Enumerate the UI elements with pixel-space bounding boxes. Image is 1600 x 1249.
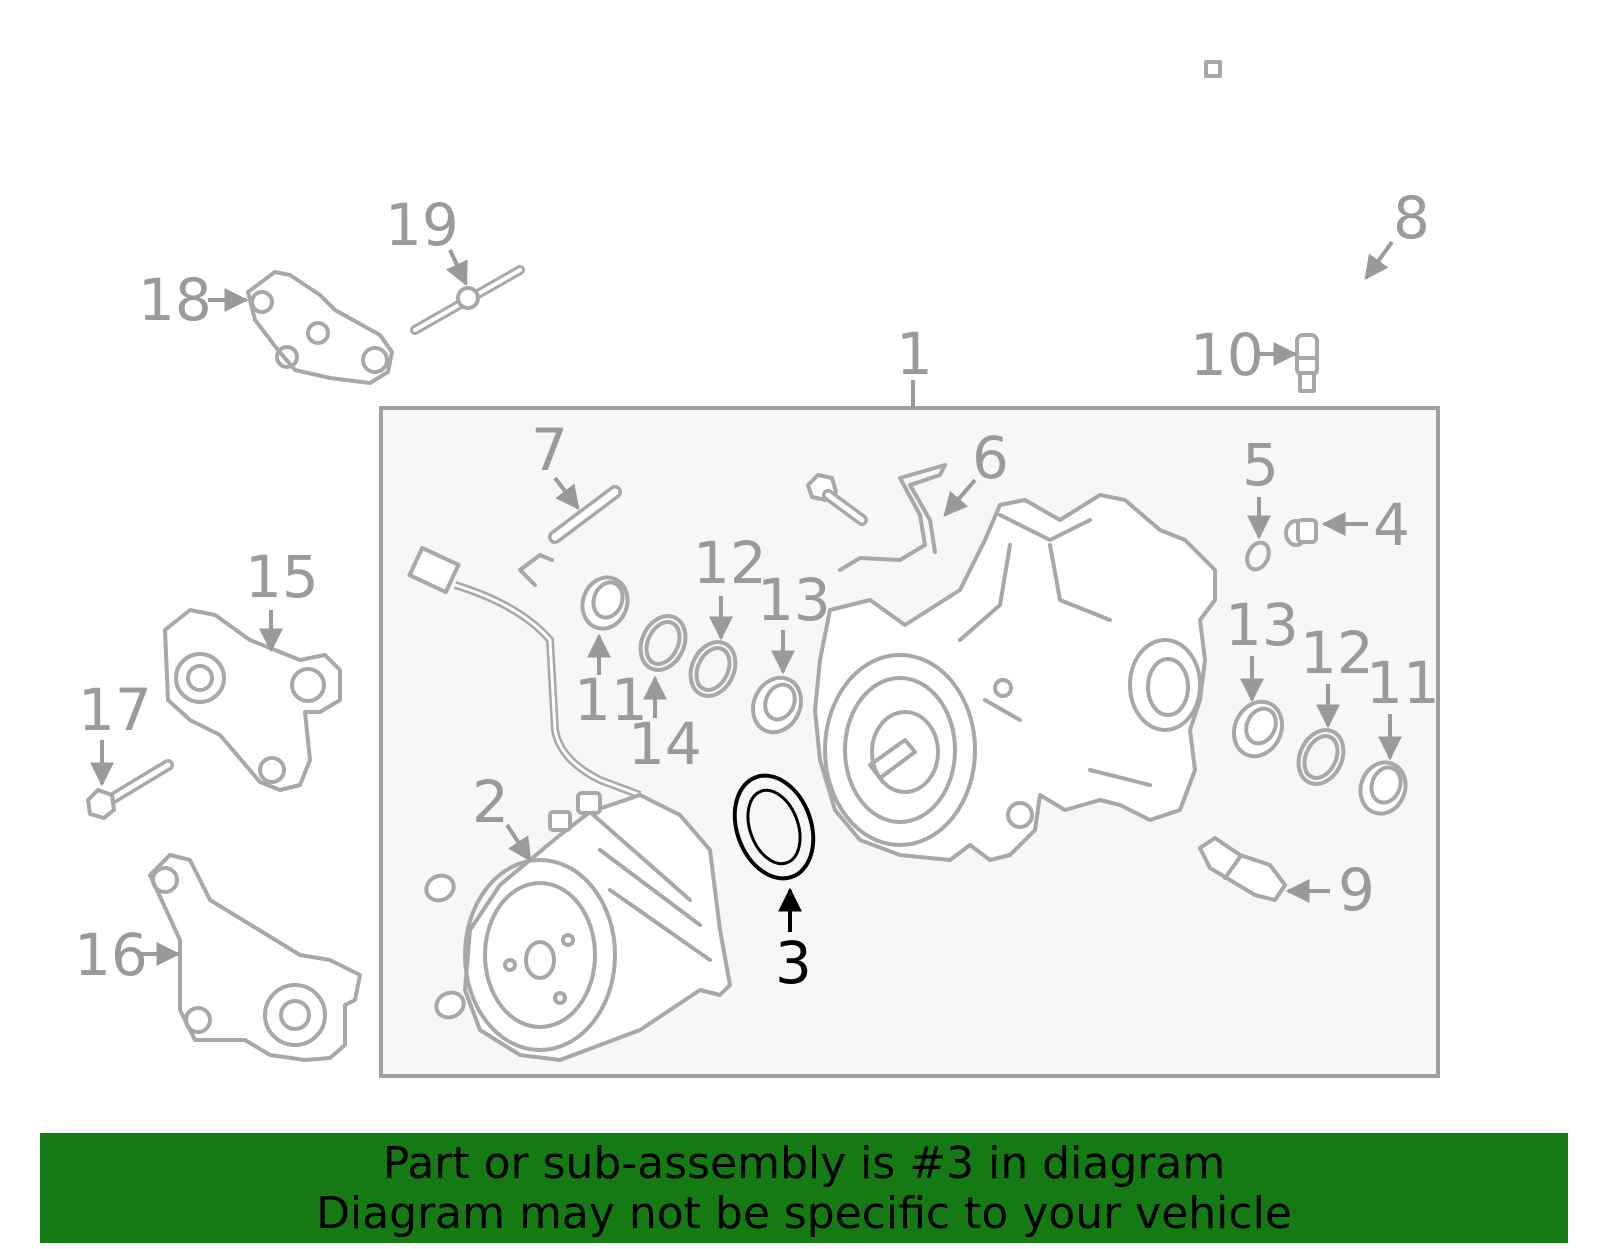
part-3-gasket-highlighted bbox=[732, 773, 816, 881]
callout-11-right: 11 bbox=[1366, 649, 1440, 717]
callout-2: 2 bbox=[472, 768, 509, 836]
part-6-bracket bbox=[806, 463, 947, 572]
callout-7: 7 bbox=[531, 416, 568, 484]
part-19-bolt bbox=[410, 265, 525, 335]
callout-10: 10 bbox=[1190, 321, 1264, 389]
callout-13-right: 13 bbox=[1225, 591, 1299, 659]
leader-6 bbox=[943, 478, 977, 517]
leader-2 bbox=[505, 823, 532, 863]
callout-11-left: 11 bbox=[574, 666, 648, 734]
part-7-hose bbox=[518, 485, 622, 587]
part-13-bearing-right bbox=[1232, 699, 1284, 759]
callout-12-left: 12 bbox=[693, 529, 767, 597]
callout-9: 9 bbox=[1338, 856, 1375, 924]
sensor-wire bbox=[407, 545, 642, 799]
callout-12-right: 12 bbox=[1300, 619, 1374, 687]
part-12-oring-left bbox=[688, 640, 738, 698]
part-10-plug bbox=[1295, 333, 1319, 393]
callout-17: 17 bbox=[78, 676, 152, 744]
part-8-tube bbox=[1204, 60, 1552, 518]
part-16-mount bbox=[148, 853, 362, 1062]
part-15-mount bbox=[163, 608, 342, 792]
part-14-ring bbox=[638, 614, 688, 672]
part-13-bearing-left bbox=[751, 675, 803, 735]
callout-1: 1 bbox=[896, 320, 933, 388]
leader-7 bbox=[553, 476, 580, 510]
callout-19: 19 bbox=[385, 191, 459, 259]
info-banner: Part or sub-assembly is #3 in diagram Di… bbox=[40, 1133, 1568, 1243]
callout-15: 15 bbox=[245, 543, 319, 611]
callout-16: 16 bbox=[74, 921, 148, 989]
part-5-washer bbox=[1245, 540, 1271, 572]
part-12-oring-right bbox=[1296, 728, 1346, 786]
callout-6: 6 bbox=[972, 424, 1009, 492]
leader-8 bbox=[1364, 240, 1394, 280]
callout-4: 4 bbox=[1373, 491, 1410, 559]
part-4-plug bbox=[1284, 518, 1318, 547]
part-9-sensor bbox=[1198, 836, 1287, 902]
part-11-seal-left bbox=[580, 575, 630, 631]
part-17-bolt bbox=[86, 759, 174, 820]
callout-13-left: 13 bbox=[757, 566, 831, 634]
callout-3: 3 bbox=[775, 929, 812, 997]
part-11-seal-right bbox=[1358, 760, 1408, 816]
callout-8: 8 bbox=[1393, 184, 1430, 252]
leader-19 bbox=[445, 249, 468, 287]
banner-line-2: Diagram may not be specific to your vehi… bbox=[316, 1188, 1292, 1239]
callout-18: 18 bbox=[138, 266, 212, 334]
callout-14: 14 bbox=[628, 710, 702, 778]
banner-line-1: Part or sub-assembly is #3 in diagram bbox=[382, 1138, 1226, 1189]
part-18-bracket bbox=[246, 270, 394, 385]
part-1-housing bbox=[813, 493, 1217, 862]
callout-5: 5 bbox=[1242, 431, 1279, 499]
